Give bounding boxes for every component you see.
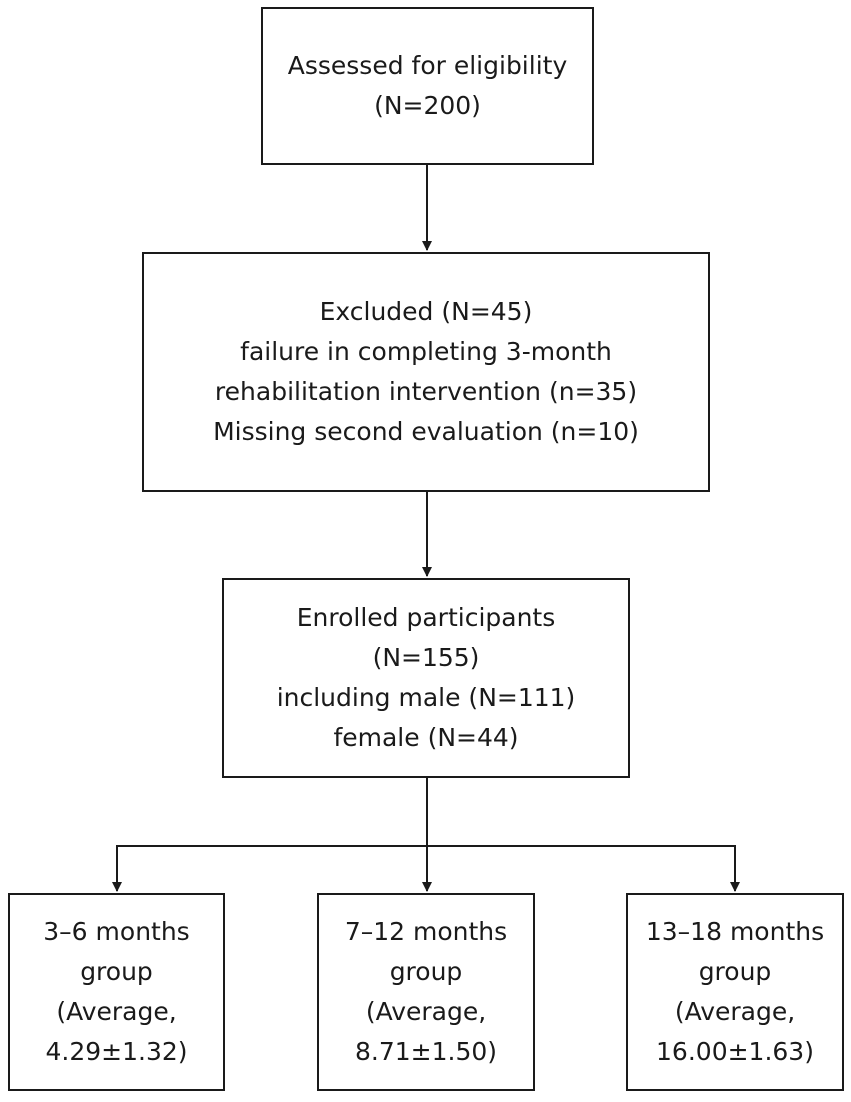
box-text-line: Missing second evaluation (n=10): [213, 417, 639, 446]
box-text-line: Assessed for eligibility: [287, 51, 568, 80]
box-text-line: female (N=44): [333, 723, 519, 752]
box-text-line: group: [389, 957, 463, 986]
box-text-line: 7–12 months: [344, 917, 508, 946]
box-text-line: failure in completing 3-month: [240, 337, 612, 366]
box-text-line: 3–6 months: [43, 917, 190, 946]
box-text-line: (Average,: [56, 997, 177, 1026]
box-text-line: (Average,: [674, 997, 796, 1026]
excluded-box: Excluded (N=45) failure in completing 3-…: [142, 252, 710, 492]
box-text-line: group: [80, 957, 153, 986]
box-text-line: 8.71±1.50): [354, 1037, 498, 1066]
box-text-line: (N=155): [372, 643, 480, 672]
box-text-line: (Average,: [365, 997, 487, 1026]
box-text-line: group: [698, 957, 772, 986]
box-text-line: rehabilitation intervention (n=35): [214, 377, 638, 406]
group-13-18-months-box: 13–18 months group (Average, 16.00±1.63): [626, 893, 844, 1091]
box-text-line: (N=200): [374, 91, 481, 120]
box-text-line: 16.00±1.63): [656, 1037, 814, 1066]
enrolled-participants-box: Enrolled participants (N=155) including …: [222, 578, 630, 778]
assessed-for-eligibility-box: Assessed for eligibility (N=200): [261, 7, 594, 165]
box-text-line: 4.29±1.32): [45, 1037, 188, 1066]
box-text-line: 13–18 months: [645, 917, 825, 946]
group-3-6-months-box: 3–6 months group (Average, 4.29±1.32): [8, 893, 225, 1091]
box-text-line: Enrolled participants: [296, 603, 556, 632]
group-7-12-months-box: 7–12 months group (Average, 8.71±1.50): [317, 893, 535, 1091]
box-text-line: Excluded (N=45): [319, 297, 533, 326]
box-text-line: including male (N=111): [276, 683, 576, 712]
